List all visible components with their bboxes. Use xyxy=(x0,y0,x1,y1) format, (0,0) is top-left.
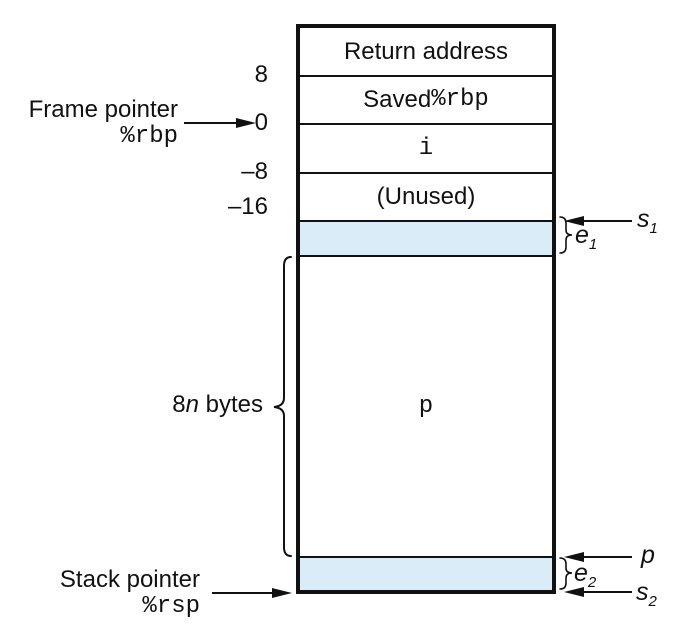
e1-label: e1 xyxy=(575,220,598,253)
frame-pointer-text: Frame pointer xyxy=(28,96,178,123)
rsp-register-label: %rsp xyxy=(142,593,200,620)
s1-subscript: 1 xyxy=(649,220,658,237)
e1-subscript: 1 xyxy=(588,236,598,253)
stack-pointer-arrow xyxy=(212,588,292,598)
p-base: p xyxy=(641,541,655,569)
e2-subscript: 2 xyxy=(587,574,597,591)
offset-8: 8 xyxy=(254,61,268,88)
s1-base: s xyxy=(637,205,650,233)
unused-label: (Unused) xyxy=(376,183,476,210)
stack-row-i: i xyxy=(300,123,552,172)
e2-base: e xyxy=(574,559,588,587)
offset-0: 0 xyxy=(254,109,268,136)
offset-minus-16: –16 xyxy=(227,193,268,220)
s2-arrow xyxy=(564,587,632,597)
frame-pointer-label-block: Frame pointer %rbp xyxy=(0,96,178,150)
stack-frame-box: Return address Saved %rbp i (Unused) p xyxy=(296,24,556,594)
rbp-register-label: %rbp xyxy=(120,123,178,150)
s2-label: s2 xyxy=(636,577,657,610)
variable-i-label: i xyxy=(418,134,434,162)
saved-rbp-register: %rbp xyxy=(431,86,489,113)
stack-row-return-address: Return address xyxy=(300,28,552,75)
saved-label: Saved xyxy=(363,86,432,113)
e1-base: e xyxy=(575,221,589,249)
e1-brace xyxy=(559,216,573,254)
s2-base: s xyxy=(636,578,649,606)
stack-row-p-array: p xyxy=(300,255,552,556)
s2-subscript: 2 xyxy=(648,593,657,610)
size-label-8n-bytes: 8n bytes xyxy=(60,390,263,420)
offset-minus-8: –8 xyxy=(241,158,268,185)
size-variable-n: n xyxy=(185,391,199,418)
stack-row-unused: (Unused) xyxy=(300,172,552,220)
size-coefficient: 8 xyxy=(172,391,186,418)
e2-brace xyxy=(559,557,573,590)
size-unit: bytes xyxy=(198,391,263,418)
stack-row-e1-padding xyxy=(300,220,552,255)
s1-label: s1 xyxy=(637,204,658,237)
stack-pointer-text: Stack pointer xyxy=(59,566,200,593)
stack-row-e2-padding xyxy=(300,556,552,590)
p-pointer-label: p xyxy=(641,540,655,570)
stack-row-saved-rbp: Saved %rbp xyxy=(300,75,552,123)
return-address-label: Return address xyxy=(343,37,509,65)
stack-pointer-label-block: Stack pointer %rsp xyxy=(0,566,200,620)
e2-label: e2 xyxy=(574,558,597,591)
array-p-label: p xyxy=(418,392,434,420)
size-brace xyxy=(273,256,292,557)
